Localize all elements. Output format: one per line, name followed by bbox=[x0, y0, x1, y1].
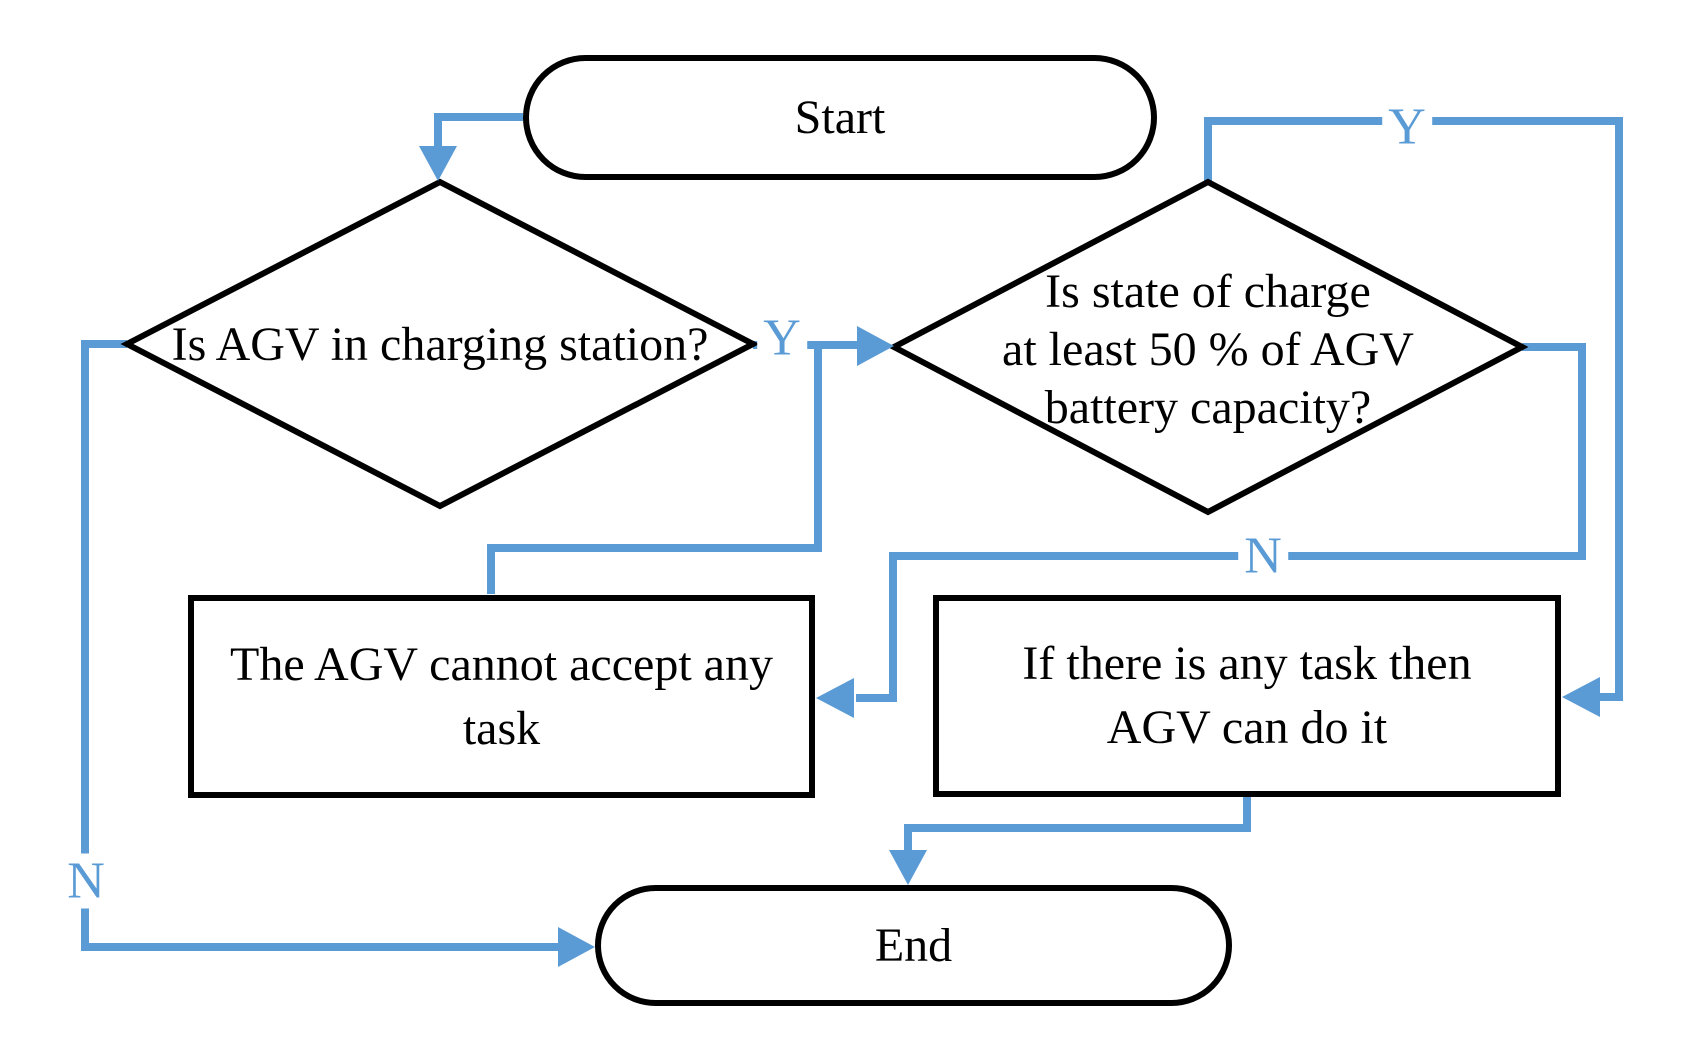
edge-start-to-charging-decision bbox=[434, 113, 523, 150]
process-cannot-accept-line1: The AGV cannot accept any bbox=[230, 637, 773, 691]
start-label: Start bbox=[794, 90, 886, 144]
process-can-do-task: If there is any task then AGV can do it bbox=[933, 595, 1561, 797]
edge-label-soc-yes: Y bbox=[1382, 99, 1432, 155]
decision-state-of-charge-shape bbox=[887, 178, 1529, 516]
edge-label-soc-no: N bbox=[1238, 528, 1288, 584]
arrowhead-into-soc-decision bbox=[857, 326, 894, 366]
arrowhead-into-charging-decision bbox=[419, 146, 457, 181]
end-node: End bbox=[595, 885, 1232, 1006]
process-can-do-line2: AGV can do it bbox=[1106, 701, 1388, 754]
edge-label-charging-yes: Y bbox=[757, 310, 807, 366]
process-cannot-accept-task: The AGV cannot accept any task bbox=[188, 595, 815, 798]
edge-soc-yes bbox=[1204, 117, 1623, 701]
arrowhead-into-cannot-accept-rect bbox=[816, 678, 854, 718]
arrowhead-into-can-do-rect bbox=[1562, 677, 1600, 717]
decision-charging-station-shape bbox=[120, 178, 760, 510]
process-cannot-accept-line2: task bbox=[462, 701, 541, 755]
start-node: Start bbox=[523, 55, 1157, 180]
edge-charging-yes-branch bbox=[487, 345, 822, 594]
edge-label-charging-no: N bbox=[61, 853, 111, 909]
arrowhead-into-end-left bbox=[558, 927, 595, 967]
edge-charging-no bbox=[81, 340, 559, 951]
process-can-do-line1: If there is any task then bbox=[1022, 637, 1472, 690]
edge-can-do-to-end bbox=[904, 797, 1251, 851]
end-label: End bbox=[874, 918, 953, 972]
edge-soc-no bbox=[856, 343, 1586, 702]
arrowhead-into-end-top bbox=[889, 850, 927, 885]
